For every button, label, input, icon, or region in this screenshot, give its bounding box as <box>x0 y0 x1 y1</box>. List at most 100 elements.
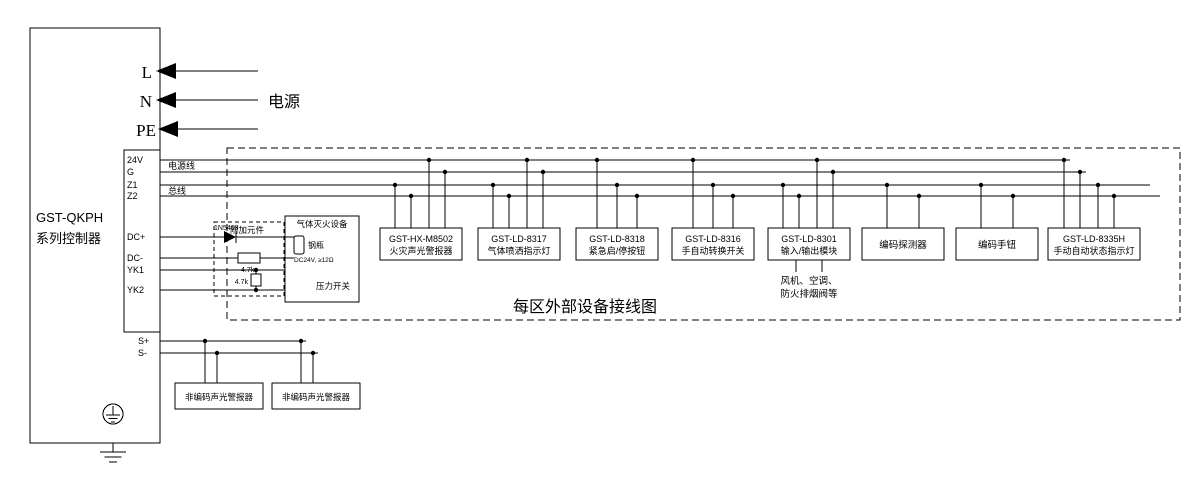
device-box <box>767 227 851 261</box>
cylinder-spec-label: DC24V, ≥12Ω <box>294 257 334 264</box>
resistor-r2-label: 4.7k <box>235 279 249 286</box>
junction-dot <box>540 169 546 175</box>
junction-dot <box>884 182 890 188</box>
device-model: GST-LD-8316 <box>685 234 741 244</box>
junction-dot <box>392 182 398 188</box>
junction-dot <box>916 193 922 199</box>
junction-dot <box>690 157 696 163</box>
terminal-strip: 24V G Z1 Z2 DC+ DC- YK1 YK2 S+ S- <box>123 149 161 358</box>
junction-dot <box>614 182 620 188</box>
device-coded-detector: 编码探测器 <box>861 182 945 261</box>
junction-dot <box>1061 157 1067 163</box>
junction-dot <box>506 193 512 199</box>
junction-dot <box>214 350 220 356</box>
device-gst-ld-8316: GST-LD-8316 手自动转换开关 <box>671 157 755 261</box>
junction-dot <box>310 350 316 356</box>
terminal-pe-label: PE <box>136 121 156 140</box>
junction-dot <box>710 182 716 188</box>
junction-dot <box>1010 193 1016 199</box>
cylinder-label: 钢瓶 <box>308 240 324 250</box>
zone-area: 每区外部设备接线图 <box>226 147 1181 321</box>
junction-dot <box>1111 193 1117 199</box>
junction-dot <box>1077 169 1083 175</box>
controller-series-label: 系列控制器 <box>36 231 101 246</box>
alarm-right-label: 非编码声光警报器 <box>282 392 351 402</box>
io-note-line2: 防火排烟阀等 <box>780 288 838 300</box>
terminal-yk1: YK1 <box>127 265 144 275</box>
gas-box-title: 气体灭火设备 <box>296 219 348 229</box>
device-name: 输入/输出模块 <box>781 245 838 256</box>
zone-title: 每区外部设备接线图 <box>513 298 657 316</box>
power-supply-label: 电源 <box>268 93 300 111</box>
terminal-g: G <box>127 167 134 177</box>
io-note-line1: 风机、空调、 <box>780 275 837 287</box>
device-name: 手自动转换开关 <box>681 245 744 256</box>
terminal-24v: 24V <box>127 155 143 165</box>
arrow-pe-icon <box>158 121 178 137</box>
device-gst-ld-8335h: GST-LD-8335H 手动自动状态指示灯 <box>1047 157 1141 261</box>
junction-dot <box>202 338 208 344</box>
ground-circle-icon <box>102 403 124 425</box>
device-box <box>955 227 1039 261</box>
device-name: 编码探测器 <box>879 239 927 251</box>
junction-dot <box>524 157 530 163</box>
junction-dot <box>830 169 836 175</box>
junction-dot <box>253 267 259 273</box>
cylinder-icon <box>293 235 305 255</box>
attachment-circuit: 附加元件 1N5408 4.7k 4.7k <box>160 221 294 297</box>
resistor-r1-label: 4.7k <box>241 267 255 274</box>
device-name: 手动自动状态指示灯 <box>1053 245 1134 256</box>
zone-dashed-outline <box>226 147 1181 321</box>
device-name: 编码手钮 <box>978 239 1017 251</box>
gas-box-outline <box>284 215 360 303</box>
attachment-title: 附加元件 <box>230 225 265 235</box>
terminal-yk2: YK2 <box>127 285 144 295</box>
device-gst-ld-8317: GST-LD-8317 气体喷洒指示灯 <box>477 157 561 261</box>
terminal-dc-plus: DC+ <box>127 232 145 242</box>
junction-dot <box>426 157 432 163</box>
device-gst-hx-m8502: GST-HX-M8502 火灾声光警报器 <box>379 157 463 261</box>
device-box <box>477 227 561 261</box>
earth-ground <box>100 403 126 463</box>
bus-lines: 电源线 总线 <box>160 159 1160 197</box>
device-box <box>379 227 463 261</box>
bus-line-label: 总线 <box>168 185 186 196</box>
sounder-loop: 非编码声光警报器 非编码声光警报器 <box>160 338 361 410</box>
device-name: 火灾声光警报器 <box>389 245 452 256</box>
diode-part-label: 1N5408 <box>214 225 239 232</box>
junction-dot <box>594 157 600 163</box>
junction-dot <box>634 193 640 199</box>
terminal-s-plus: S+ <box>138 336 149 346</box>
alarm-box-right <box>271 382 361 410</box>
junction-dot <box>730 193 736 199</box>
power-line-label: 电源线 <box>168 160 195 171</box>
junction-dot <box>814 157 820 163</box>
attachment-dashed-outline <box>213 221 285 297</box>
junction-dot <box>490 182 496 188</box>
device-coded-manual-button: 编码手钮 <box>955 182 1039 261</box>
terminal-z2: Z2 <box>127 191 138 201</box>
resistor-r1-icon <box>237 252 261 264</box>
junction-dot <box>442 169 448 175</box>
junction-dot <box>408 193 414 199</box>
terminal-s-minus: S- <box>138 348 147 358</box>
junction-dot <box>796 193 802 199</box>
arrow-l-icon <box>156 63 176 79</box>
controller-box: GST-QKPH 系列控制器 <box>29 27 161 444</box>
device-box <box>861 227 945 261</box>
terminal-l-label: L <box>142 63 152 82</box>
junction-dot <box>1095 182 1101 188</box>
controller-model-label: GST-QKPH <box>36 210 103 225</box>
terminal-dc-minus: DC- <box>127 253 143 263</box>
device-box <box>1047 227 1141 261</box>
arrow-n-icon <box>156 92 176 108</box>
device-model: GST-LD-8335H <box>1063 234 1125 244</box>
mains-power-input: L N PE 电源 <box>136 63 300 140</box>
junction-dot <box>978 182 984 188</box>
terminal-n-label: N <box>140 92 152 111</box>
gas-extinguisher-box: 气体灭火设备 钢瓶 DC24V, ≥12Ω 压力开关 <box>284 215 360 303</box>
device-model: GST-LD-8318 <box>589 234 645 244</box>
alarm-box-left <box>174 382 264 410</box>
device-gst-ld-8318: GST-LD-8318 紧急启/停按钮 <box>575 157 659 261</box>
